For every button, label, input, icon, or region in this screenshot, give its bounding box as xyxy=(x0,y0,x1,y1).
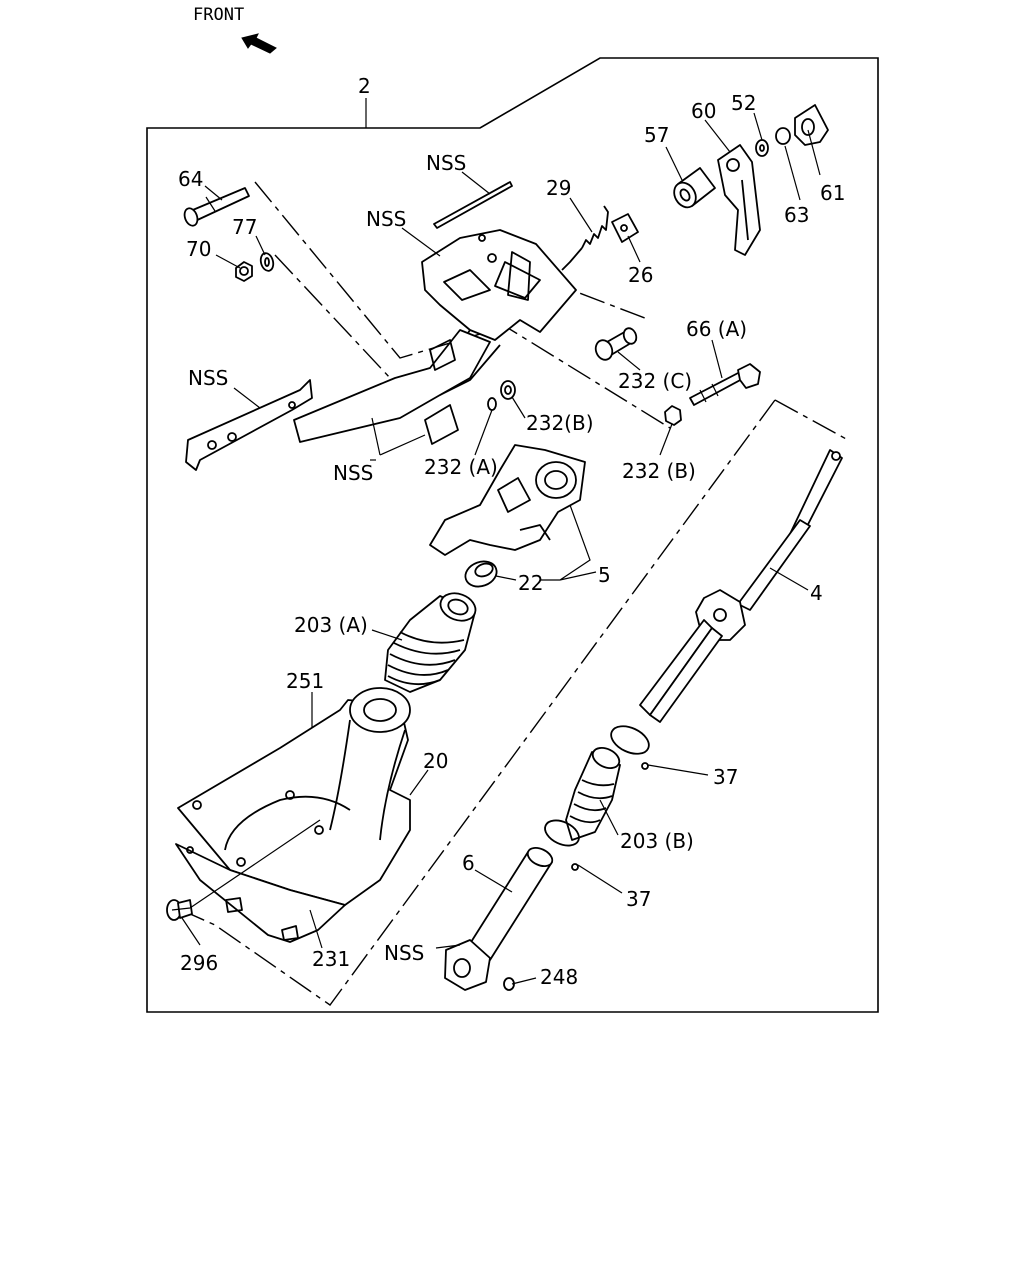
label-52: 52 xyxy=(731,91,756,115)
label-232b-upper: 232(B) xyxy=(526,411,594,435)
label-203a: 203 (A) xyxy=(294,613,368,637)
label-29: 29 xyxy=(546,176,571,200)
label-60: 60 xyxy=(691,99,716,123)
label-nss-shaft: NSS xyxy=(384,941,424,965)
label-248: 248 xyxy=(540,965,578,989)
label-nss-left: NSS xyxy=(188,366,228,390)
label-37-upper: 37 xyxy=(713,765,738,789)
column-cover-251 xyxy=(177,687,411,906)
label-231: 231 xyxy=(312,947,350,971)
label-64: 64 xyxy=(178,167,203,191)
bolt-64 xyxy=(183,187,250,227)
bolt-66a xyxy=(689,363,761,406)
front-label: FRONT xyxy=(193,5,244,25)
leader-lines xyxy=(171,112,821,985)
bushing-22 xyxy=(464,560,498,588)
screw-296 xyxy=(166,899,193,921)
label-61: 61 xyxy=(820,181,845,205)
bushing-232a xyxy=(487,397,497,411)
front-arrow-icon xyxy=(241,33,277,54)
pin-nss-top xyxy=(433,181,513,229)
label-203b: 203 (B) xyxy=(620,829,694,853)
label-63: 63 xyxy=(784,203,809,227)
column-bracket-5 xyxy=(429,444,586,556)
washer-52 xyxy=(755,139,769,157)
label-nss-pin: NSS xyxy=(426,151,466,175)
label-77: 77 xyxy=(232,215,257,239)
cover-61 xyxy=(794,104,829,146)
collar-57 xyxy=(673,167,716,209)
label-66a: 66 (A) xyxy=(686,317,747,341)
lever-60 xyxy=(717,144,761,256)
assembly-frame: 2 xyxy=(146,57,879,1013)
left-bracket-nss xyxy=(185,379,313,471)
label-4: 4 xyxy=(810,581,823,605)
label-232a: 232 (A) xyxy=(424,455,498,479)
label-251: 251 xyxy=(286,669,324,693)
clamp-37-upper xyxy=(610,725,650,770)
label-22: 22 xyxy=(518,571,543,595)
plate-231 xyxy=(175,843,346,943)
column-bracket xyxy=(293,229,577,445)
label-296: 296 xyxy=(180,951,218,975)
nut-70 xyxy=(235,261,253,282)
bushing-232c xyxy=(594,327,638,361)
clip-26 xyxy=(611,213,639,243)
label-70: 70 xyxy=(186,237,211,261)
label-26: 26 xyxy=(628,263,653,287)
callout-labels: 64 70 77 NSS NSS NSS NSS 29 26 57 60 52 … xyxy=(178,91,845,989)
label-20: 20 xyxy=(423,749,448,773)
label-5: 5 xyxy=(598,563,611,587)
boot-203a xyxy=(384,592,477,693)
lower-shaft-6 xyxy=(444,847,554,991)
bolt-63 xyxy=(775,127,791,145)
assembly-border xyxy=(146,57,879,1013)
spring-29 xyxy=(561,205,609,271)
label-232c: 232 (C) xyxy=(618,369,692,393)
clamp-37-lower xyxy=(544,819,580,871)
label-57: 57 xyxy=(644,123,669,147)
label-6: 6 xyxy=(462,851,475,875)
label-nss-bracket: NSS xyxy=(366,207,406,231)
label-2: 2 xyxy=(358,74,371,98)
label-37-lower: 37 xyxy=(626,887,651,911)
label-nss-bottom: NSS xyxy=(333,461,373,485)
bushing-232b-upper xyxy=(500,380,516,400)
steering-shaft-4 xyxy=(639,449,843,723)
bushing-232b-lower xyxy=(664,405,682,426)
washer-77 xyxy=(259,252,275,272)
boot-203b xyxy=(565,747,621,841)
front-indicator: FRONT xyxy=(193,5,277,54)
label-232b-lower: 232 (B) xyxy=(622,459,696,483)
